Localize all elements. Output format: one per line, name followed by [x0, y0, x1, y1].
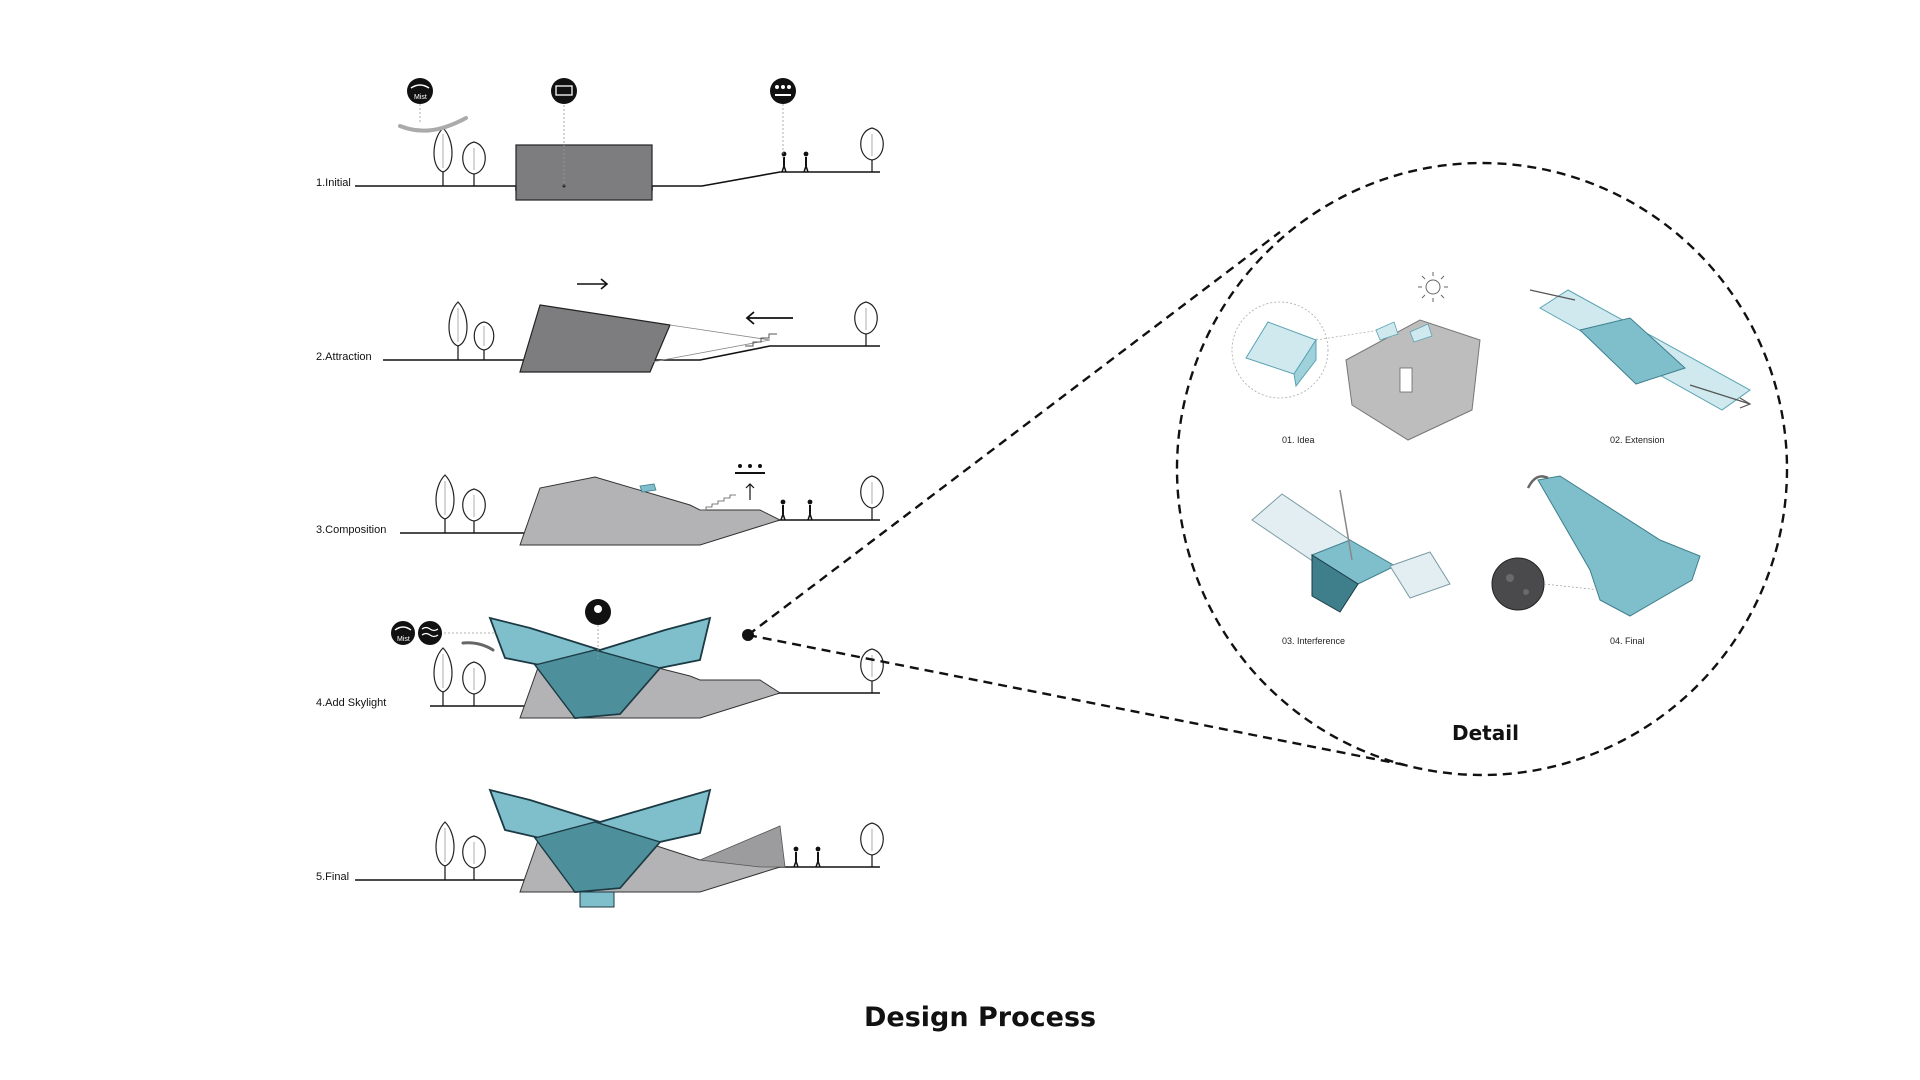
detail-item-final: 04. Final: [1491, 475, 1701, 646]
tree-icon: [433, 647, 453, 707]
ground-line: [383, 345, 880, 361]
tree-icon: [473, 321, 495, 361]
mist-badge-label: Mist: [414, 94, 427, 101]
tree-icon: [462, 488, 486, 534]
step-label: 1.Initial: [316, 177, 351, 189]
person-icon: [780, 150, 788, 173]
mist-badge-icon: Mist: [407, 78, 433, 122]
lightbulb-badge-icon: [585, 599, 611, 660]
people-group-icon: [735, 464, 765, 500]
stone-house: [1345, 319, 1481, 441]
tree-icon: [860, 475, 884, 521]
person-icon: [802, 150, 810, 173]
skylight-core: [533, 649, 662, 719]
wind-badge-icon: [418, 621, 442, 645]
final-core: [533, 821, 662, 893]
building-badge-icon: [551, 78, 577, 104]
arrow-right-icon: [577, 278, 609, 290]
detail-item-idea: 01. Idea: [1231, 272, 1481, 445]
people-badge-icon: [770, 78, 796, 160]
tree-icon: [462, 661, 486, 707]
person-icon: [792, 845, 800, 868]
detail-item-interference: 03. Interference: [1251, 489, 1451, 646]
mist-badge-icon: Mist: [391, 621, 415, 645]
tree-icon: [462, 141, 486, 187]
detail-item-label: 02. Extension: [1610, 435, 1665, 445]
step-5-final: 5.Final: [316, 788, 884, 908]
step-label: 5.Final: [316, 871, 349, 883]
person-icon: [779, 498, 787, 521]
step-1-initial: 1.Initial Mist: [316, 78, 884, 201]
tree-icon: [860, 648, 884, 694]
tree-icon: [860, 127, 884, 173]
person-icon: [814, 845, 822, 868]
step-4-add-skylight: 4.Add Skylight Mist: [316, 599, 884, 719]
step-3-composition: 3.Composition: [316, 464, 884, 546]
tree-icon: [433, 127, 453, 187]
final-pool: [579, 891, 615, 908]
detail-item-label: 01. Idea: [1282, 435, 1315, 445]
detail-item-extension: 02. Extension: [1529, 289, 1752, 445]
arrow-left-icon: [745, 311, 793, 325]
step-label: 4.Add Skylight: [316, 697, 386, 709]
moon-texture: [1491, 557, 1545, 611]
tree-icon: [860, 822, 884, 868]
person-icon: [806, 498, 814, 521]
detail-item-label: 04. Final: [1610, 636, 1645, 646]
tilted-block: [519, 304, 671, 373]
step-2-attraction: 2.Attraction: [316, 278, 880, 373]
tree-icon: [854, 301, 878, 347]
page-title: Design Process: [864, 1002, 1096, 1033]
detail-item-label: 03. Interference: [1282, 636, 1345, 646]
tree-icon: [435, 821, 455, 881]
detail-circle: [1175, 161, 1789, 777]
tree-icon: [448, 301, 468, 361]
mist-badge-label: Mist: [397, 636, 410, 643]
sun-icon: [1418, 272, 1448, 302]
detail-callout: Detail: [742, 161, 1789, 777]
step-label: 2.Attraction: [316, 351, 372, 363]
initial-block: [515, 144, 653, 201]
tree-icon: [462, 835, 486, 881]
step-label: 3.Composition: [316, 524, 386, 536]
detail-title: Detail: [1452, 721, 1519, 745]
final-stair-volume: [698, 825, 786, 868]
tree-icon: [435, 474, 455, 534]
